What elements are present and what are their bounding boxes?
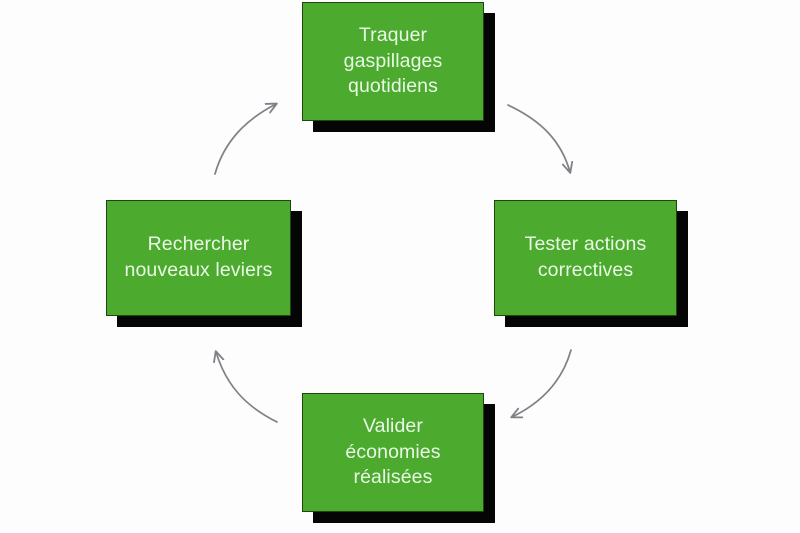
cycle-node-traquer-gaspillages-quotidiens[interactable]: Traquer gaspillages quotidiens (302, 2, 484, 121)
cycle-node-tester-actions-correctives[interactable]: Tester actions correctives (494, 200, 677, 316)
cycle-node-label: Rechercher nouveaux leviers (124, 233, 273, 281)
cycle-node-label: Valider économies réalisées (345, 414, 441, 489)
cycle-node-valider-economies-realisees[interactable]: Valider économies réalisées (302, 393, 484, 512)
cycle-node-label: Tester actions correctives (524, 233, 647, 281)
cycle-node-label: Traquer gaspillages quotidiens (343, 23, 443, 98)
arrow-bottom-to-left (216, 352, 278, 423)
arrow-right-to-bottom (512, 349, 572, 417)
cycle-node-rechercher-nouveaux-leviers[interactable]: Rechercher nouveaux leviers (106, 200, 291, 316)
arrow-top-to-right (507, 104, 570, 172)
arrow-left-to-top (214, 104, 276, 175)
